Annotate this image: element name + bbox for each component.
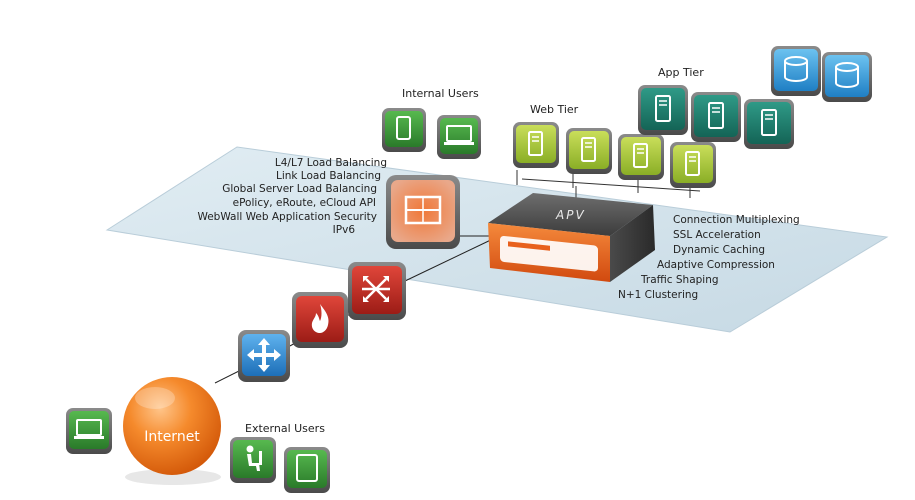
app-tier-label: App Tier <box>658 66 704 79</box>
left-feature-item: Global Server Load Balancing <box>222 183 377 195</box>
left-feature-item: Link Load Balancing <box>276 170 381 182</box>
flame-icon <box>292 292 348 348</box>
right-feature-item: Traffic Shaping <box>640 274 719 286</box>
module-icon <box>386 175 460 249</box>
app-server-icon <box>638 85 688 135</box>
right-feature-item: Connection Multiplexing <box>673 214 800 226</box>
right-feature-item: Adaptive Compression <box>657 259 775 271</box>
app-server-icon <box>691 92 741 142</box>
internal-users-group: Internal Users <box>382 87 481 159</box>
internal-users-label: Internal Users <box>402 87 479 100</box>
apv-label: APV <box>555 208 586 222</box>
web-server-icon <box>566 128 612 174</box>
apv-appliance: APV <box>488 193 655 282</box>
tablet-icon <box>284 447 330 493</box>
arrows-cross-icon <box>238 330 290 382</box>
web-server-icon <box>618 134 664 180</box>
laptop-icon <box>437 115 481 159</box>
left-feature-item: WebWall Web Application Security <box>197 211 377 223</box>
app-server-icon <box>744 99 794 149</box>
database-icon <box>771 46 821 96</box>
left-feature-item: L4/L7 Load Balancing <box>275 157 387 169</box>
web-tier-group: Web Tier <box>513 103 716 188</box>
external-users-group: External Users <box>230 422 330 493</box>
switch-arrows-icon <box>348 262 406 320</box>
app-tier-group: App Tier <box>638 46 872 149</box>
web-tier-label: Web Tier <box>530 103 579 116</box>
web-server-icon <box>513 122 559 168</box>
internet-globe: Internet <box>123 377 221 485</box>
right-feature-item: N+1 Clustering <box>618 289 698 301</box>
internet-label: Internet <box>144 429 200 445</box>
mobile-icon <box>382 108 426 152</box>
web-server-icon <box>670 142 716 188</box>
right-feature-list: Connection Multiplexing SSL Acceleration… <box>618 214 800 301</box>
external-users-label: External Users <box>245 422 325 435</box>
person-seated-icon <box>230 437 276 483</box>
left-feature-item: IPv6 <box>333 224 356 236</box>
left-feature-item: ePolicy, eRoute, eCloud API <box>233 197 376 209</box>
right-feature-item: Dynamic Caching <box>673 244 765 256</box>
right-feature-item: SSL Acceleration <box>673 229 761 241</box>
left-feature-list: L4/L7 Load Balancing Link Load Balancing… <box>197 157 387 236</box>
database-icon <box>822 52 872 102</box>
laptop-icon <box>66 408 112 454</box>
